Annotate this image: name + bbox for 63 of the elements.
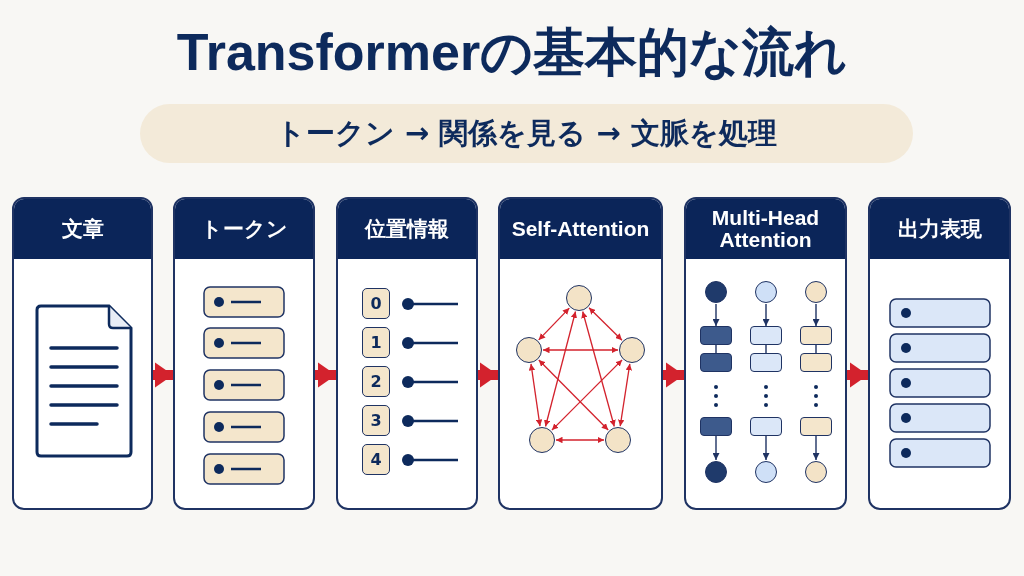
layer-box [800, 417, 832, 436]
layer-box [700, 326, 732, 345]
page-title: Transformerの基本的な流れ [175, 22, 849, 83]
node-circle [516, 337, 542, 363]
layer-box [750, 353, 782, 372]
panel-card [12, 197, 153, 510]
index-box: 1 [362, 327, 390, 358]
panel-card [684, 197, 847, 510]
arrow [812, 303, 820, 327]
connector-line [765, 344, 767, 354]
panel-card [173, 197, 315, 510]
double-arrow [538, 359, 609, 431]
double-arrow [588, 307, 623, 341]
index-box: 4 [362, 444, 390, 475]
connector-line [715, 344, 717, 354]
index-box: 3 [362, 405, 390, 436]
arrow [762, 435, 770, 461]
node-circle [755, 281, 777, 303]
index-box: 0 [362, 288, 390, 319]
panel-header: トークン [175, 199, 313, 259]
panel-header: 位置情報 [338, 199, 476, 259]
double-arrow [528, 363, 543, 427]
arrow [712, 435, 720, 461]
layer-box [800, 353, 832, 372]
node-circle [805, 461, 827, 483]
index-box: 2 [362, 366, 390, 397]
double-arrow [618, 363, 632, 427]
panel-header: Self-Attention [500, 199, 661, 259]
node-circle [619, 337, 645, 363]
layer-box [750, 326, 782, 345]
arrow [847, 362, 868, 388]
layer-box [700, 417, 732, 436]
arrow [315, 362, 336, 388]
connector-line [815, 344, 817, 354]
double-arrow [551, 359, 623, 431]
node-circle [566, 285, 592, 311]
node-circle [755, 461, 777, 483]
layer-box [700, 353, 732, 372]
node-circle [705, 461, 727, 483]
arrow [712, 303, 720, 327]
arrow [478, 362, 498, 388]
subtitle-band: トークン → 関係を見る → 文脈を処理 [140, 104, 913, 163]
arrow [663, 362, 684, 388]
double-arrow [542, 346, 619, 354]
panel-header: 出力表現 [870, 199, 1009, 259]
double-arrow [555, 436, 605, 444]
panel-card [498, 197, 663, 510]
arrow [153, 362, 173, 388]
panel-header: Multi-Head Attention [686, 199, 845, 259]
layer-box [750, 417, 782, 436]
node-circle [605, 427, 631, 453]
arrow [762, 303, 770, 327]
node-circle [529, 427, 555, 453]
double-arrow [538, 307, 570, 341]
double-arrow [581, 310, 616, 428]
node-circle [805, 281, 827, 303]
node-circle [705, 281, 727, 303]
panel-card [336, 197, 478, 510]
layer-box [800, 326, 832, 345]
arrow [812, 435, 820, 461]
panel-header: 文章 [14, 199, 151, 259]
double-arrow [544, 310, 577, 428]
panel-card [868, 197, 1011, 510]
